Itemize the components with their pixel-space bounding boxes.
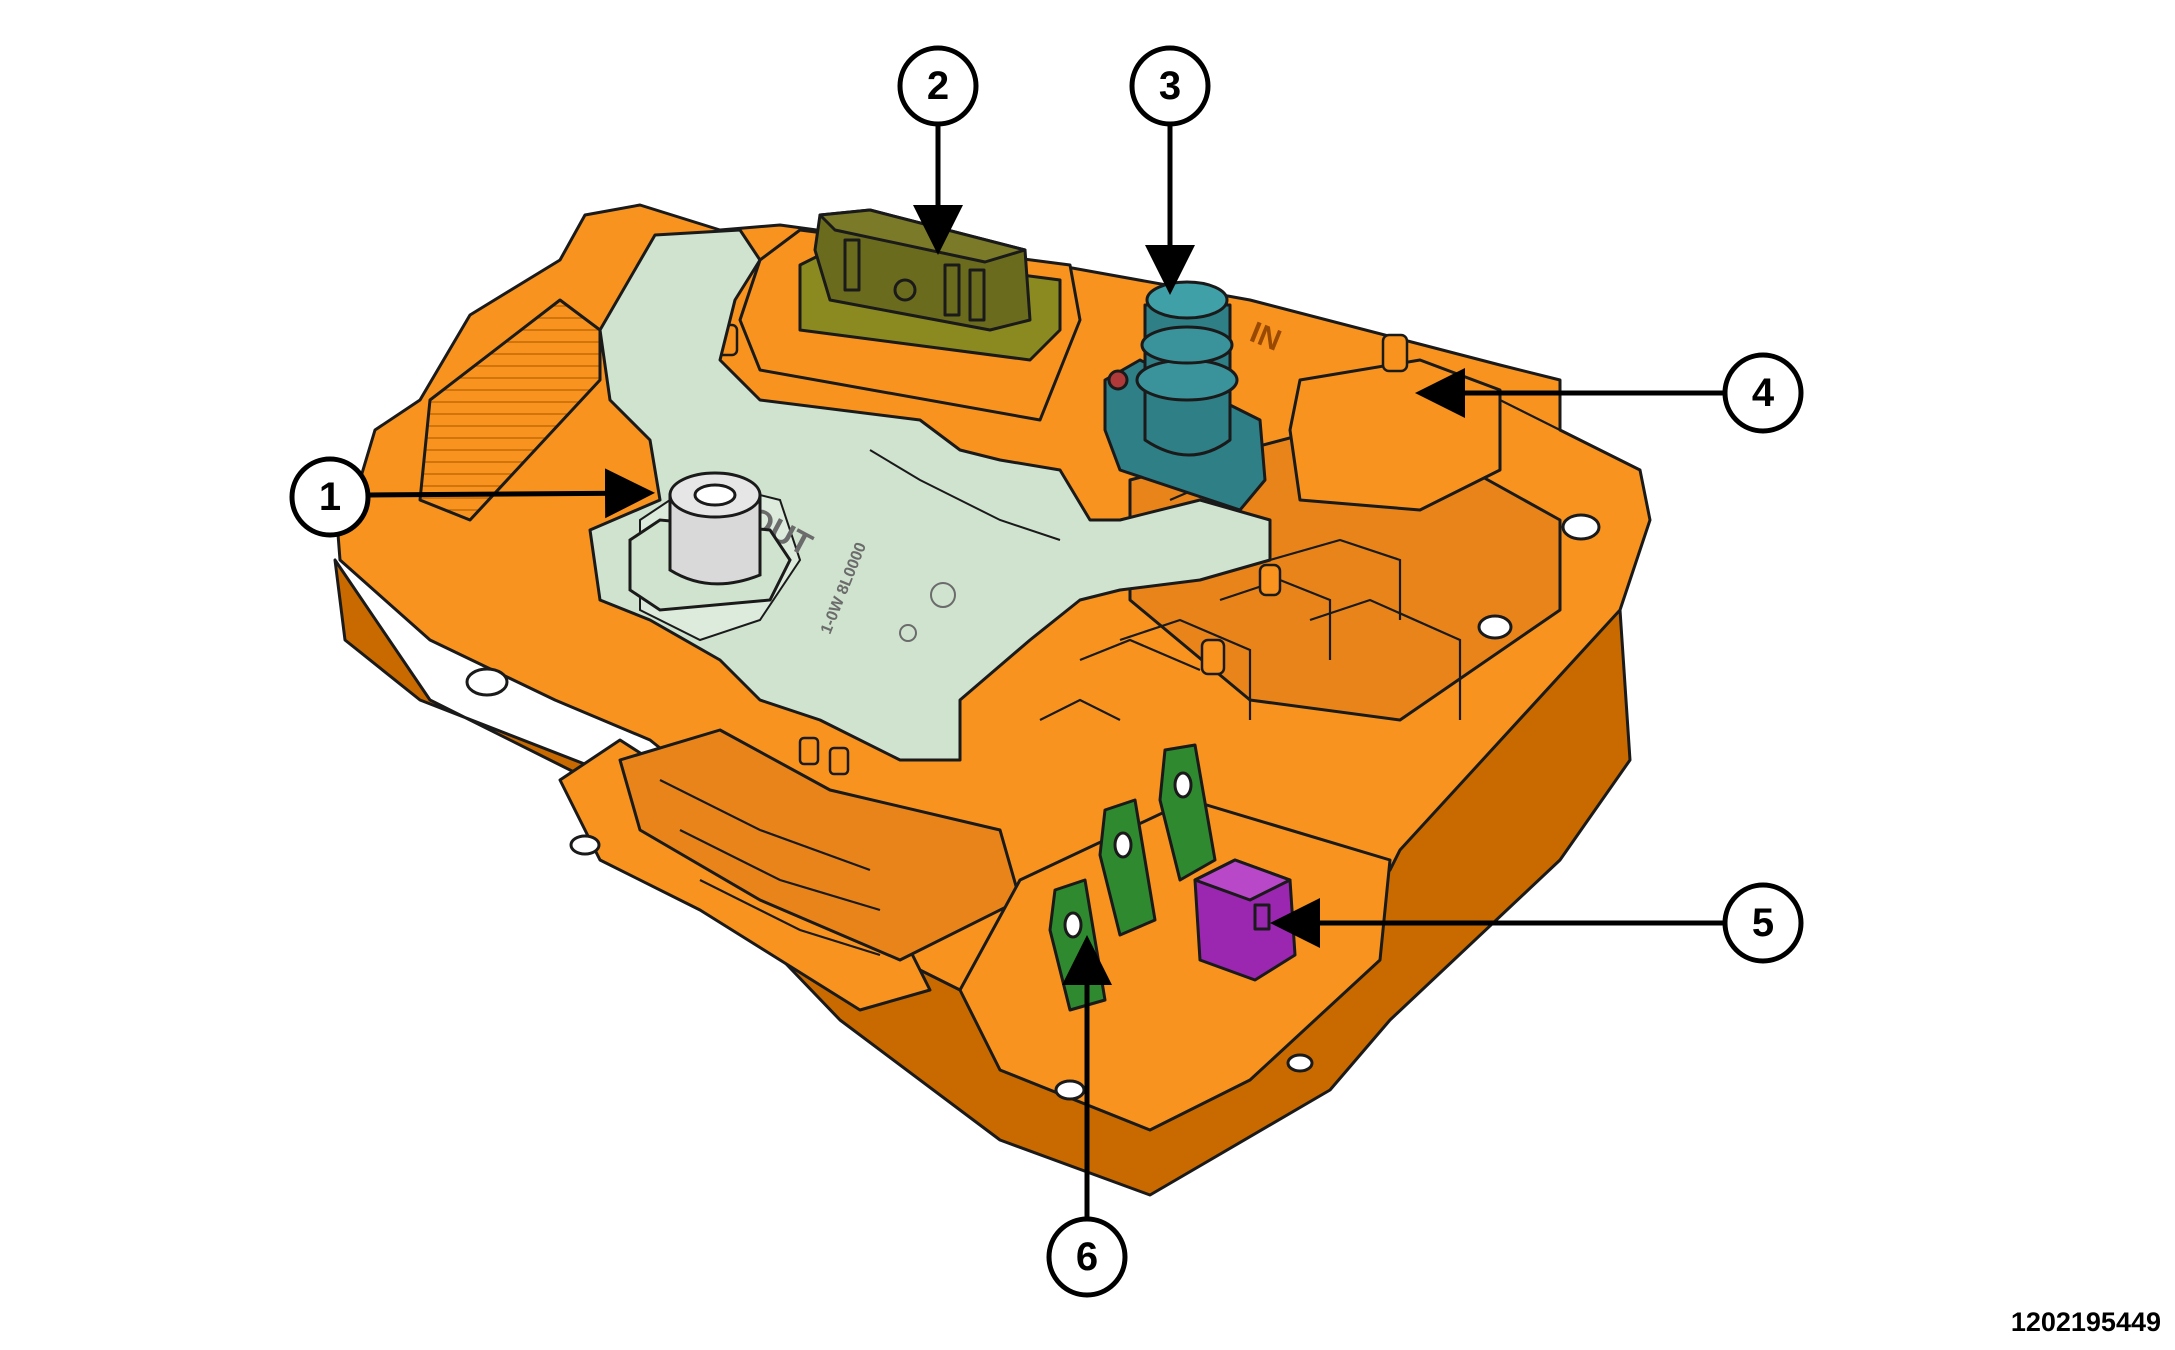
figure-id-label: 1202195449 xyxy=(2010,1307,2161,1337)
date-code-stamp xyxy=(930,582,956,608)
callout-1-leader xyxy=(369,468,655,519)
mounting-hole xyxy=(465,667,509,697)
callout-number: 3 xyxy=(1159,64,1181,108)
callout-circle xyxy=(1129,45,1211,127)
callout-circle xyxy=(1046,1216,1128,1298)
terminal-blade xyxy=(1098,798,1157,937)
main-electrical-connector xyxy=(738,208,1082,422)
mounting-hole xyxy=(569,834,601,856)
post xyxy=(1258,563,1282,597)
callout-number: 2 xyxy=(927,64,949,108)
sensor-mount-screw xyxy=(1107,369,1129,391)
outlet-port xyxy=(628,471,792,612)
callout-circle xyxy=(1722,882,1804,964)
housing-detail-lines xyxy=(659,399,1561,957)
connector-2-rib xyxy=(943,263,961,317)
housing-left-ribs xyxy=(418,298,602,522)
cover-plate xyxy=(588,228,1272,762)
callout-circle xyxy=(1722,352,1804,434)
callout-leaders xyxy=(369,122,1727,1225)
connector-5-latch xyxy=(1253,903,1271,931)
callout-5: 5 xyxy=(1722,882,1804,964)
mounting-hole xyxy=(1477,614,1513,640)
outlet-port-cylinder xyxy=(668,493,762,586)
auxiliary-connector xyxy=(1193,858,1297,982)
post xyxy=(1200,638,1226,676)
cover-plate-channel xyxy=(869,449,1061,541)
callout-circle xyxy=(897,45,979,127)
post xyxy=(828,746,850,776)
connector-2-latch xyxy=(893,278,917,302)
mounting-hole xyxy=(1561,513,1601,541)
callout-1: 1 xyxy=(289,456,371,538)
callout-number: 5 xyxy=(1752,901,1774,945)
outlet-port-bore xyxy=(693,483,737,507)
callout-circle xyxy=(289,456,371,538)
post xyxy=(1381,333,1409,373)
callout-3: 3 xyxy=(1129,45,1211,127)
callout-6: 6 xyxy=(1046,1216,1128,1298)
mounting-holes xyxy=(465,513,1601,1101)
terminal-blade xyxy=(1158,743,1217,882)
sensor-ring xyxy=(1135,358,1239,402)
date-code-stamp xyxy=(899,624,917,642)
post xyxy=(798,736,820,766)
callout-2: 2 xyxy=(897,45,979,127)
callout-number: 6 xyxy=(1076,1235,1098,1279)
callout-number: 4 xyxy=(1752,371,1775,415)
connector-2-rib xyxy=(843,238,861,292)
mounting-hole xyxy=(1286,1053,1314,1073)
callout-4: 4 xyxy=(1722,352,1804,434)
sensor-ring xyxy=(1140,325,1234,365)
callout-number: 1 xyxy=(319,475,341,519)
mounting-hole xyxy=(1054,1079,1086,1101)
connector-5-top xyxy=(1193,858,1292,902)
pressure-sensor xyxy=(1103,280,1267,512)
sensor-top xyxy=(1145,280,1229,320)
connector-2-rib xyxy=(968,268,986,322)
